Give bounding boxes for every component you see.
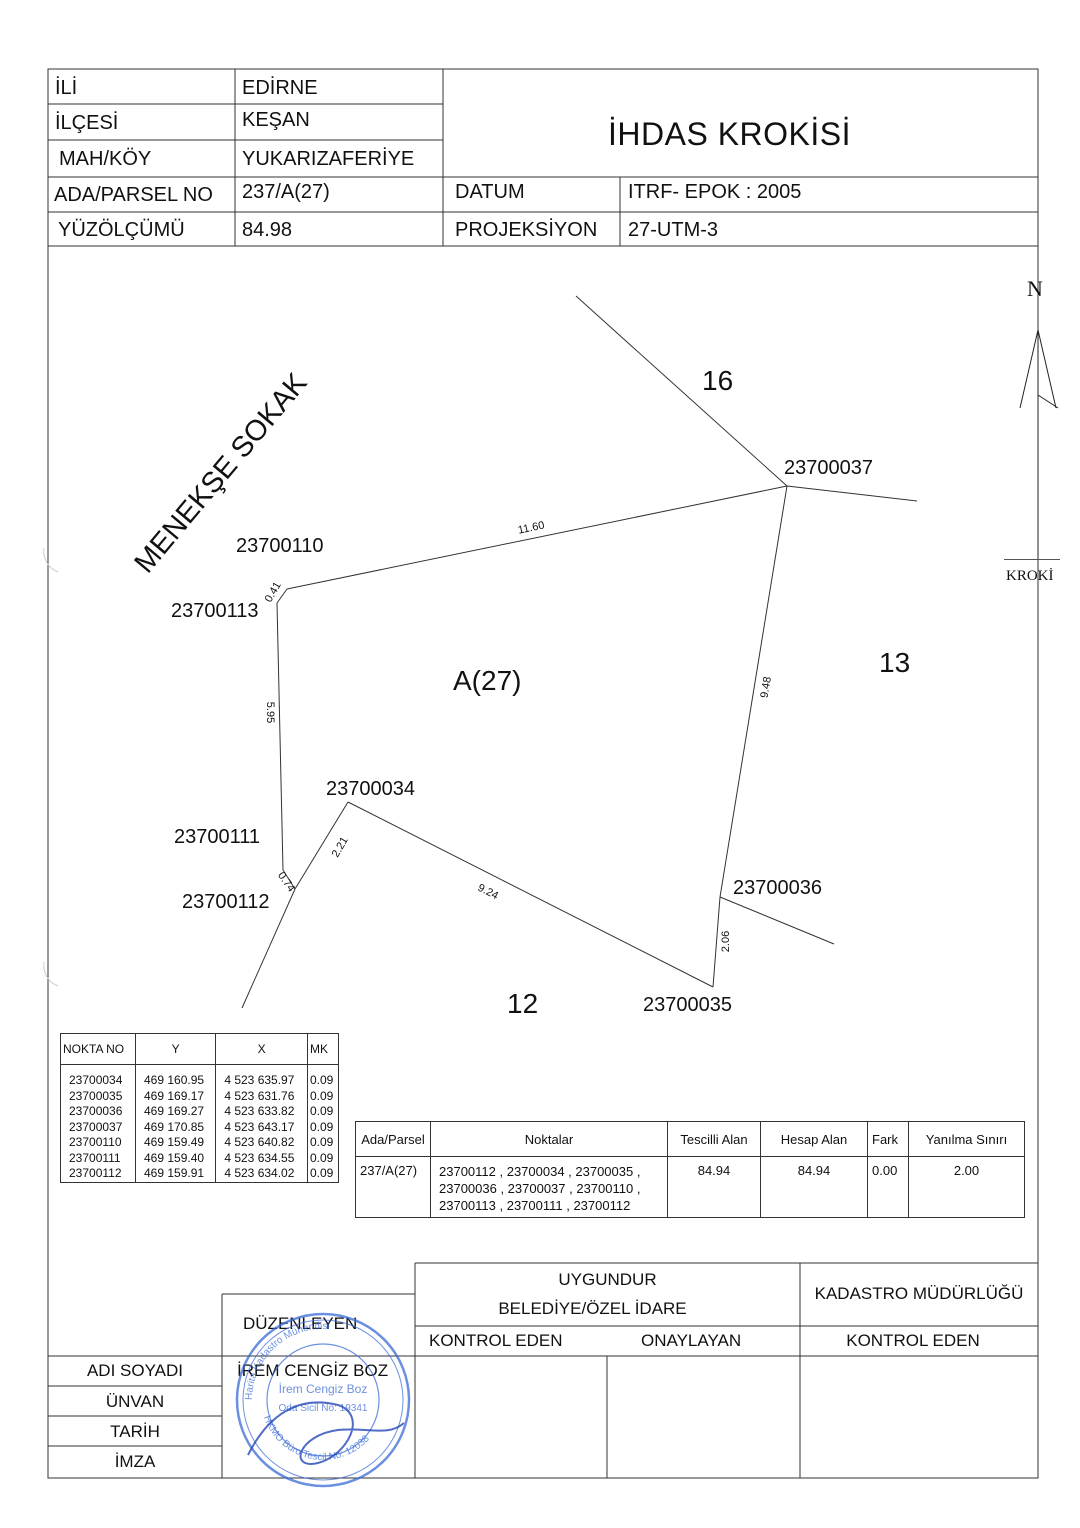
table-header: Hesap Alan: [760, 1121, 868, 1157]
table-header: Ada/Parsel: [355, 1121, 431, 1157]
point-label: 23700113: [171, 600, 259, 622]
kadastro-label: KADASTRO MÜDÜRLÜĞÜ: [814, 1284, 1024, 1303]
projeksiyon-value: 27-UTM-3: [628, 219, 719, 241]
svg-text:Oda Sicil No: 19341: Oda Sicil No: 19341: [279, 1403, 368, 1414]
mah-label: MAH/KÖY: [59, 148, 152, 170]
parcel-boundary: [282, 869, 296, 890]
il-value: EDİRNE: [242, 77, 318, 99]
point-label: 23700037: [784, 457, 873, 479]
mah-value: YUKARIZAFERİYE: [242, 148, 415, 170]
page-title: İHDAS KROKİSİ: [608, 116, 851, 152]
distance-label: 2.06: [720, 930, 733, 953]
ada-label: ADA/PARSEL NO: [54, 184, 213, 206]
ada-parsel-cell: 237/A(27): [355, 1156, 431, 1218]
north-arrow-icon: [1019, 329, 1059, 560]
point-label: 23700110: [236, 535, 324, 557]
yuzolcumu-value: 84.98: [242, 219, 293, 241]
yanilma-cell: 2.00: [908, 1156, 1025, 1218]
table-header: NOKTA NO: [60, 1033, 136, 1065]
tescilli-alan-cell: 84.94: [667, 1156, 761, 1218]
table-header: Tescilli Alan: [667, 1121, 761, 1157]
kontrol-eden-label: KONTROL EDEN: [429, 1331, 563, 1350]
uygundur-label: UYGUNDUR: [558, 1270, 657, 1289]
neighbor-boundary: [575, 295, 788, 487]
neighbor-boundary: [241, 888, 296, 1009]
point-label: 23700111: [174, 826, 261, 848]
official-stamp: Harita Kadastro Mühendisi HKMO Büro Tesc…: [235, 1312, 411, 1488]
neighbor-boundary: [786, 485, 918, 502]
parcel-boundary: [719, 485, 788, 898]
adi-soyadi-label: ADI SOYADI: [86, 1361, 184, 1380]
noktalar-cell: 23700112 , 23700034 , 23700035 , 2370003…: [430, 1156, 668, 1218]
table-header: Noktalar: [430, 1121, 668, 1157]
point-label: 23700036: [733, 877, 822, 899]
belediye-label: BELEDİYE/ÖZEL İDARE: [498, 1299, 687, 1318]
preparer-name: İREM CENGİZ BOZ: [237, 1361, 389, 1380]
svg-text:HKMO Büro Tescil No: 12038: HKMO Büro Tescil No: 12038: [261, 1414, 372, 1463]
ada-value: 237/A(27): [242, 181, 330, 203]
neighbor-parcel-12: 12: [507, 988, 539, 1019]
tarih-label: TARİH: [110, 1422, 160, 1441]
yuzolcumu-label: YÜZÖLÇÜMÜ: [58, 219, 185, 241]
neighbor-boundary: [719, 896, 835, 945]
signature-scribble: [247, 1401, 405, 1465]
area-summary-table: Ada/Parsel Noktalar Tescilli Alan Hesap …: [355, 1121, 1025, 1218]
table-header: Yanılma Sınırı: [908, 1121, 1025, 1157]
parcel-boundary: [286, 485, 788, 590]
parcel-boundary: [712, 896, 721, 988]
datum-label: DATUM: [455, 181, 525, 203]
parcel-center-label: A(27): [453, 665, 522, 696]
projeksiyon-label: PROJEKSİYON: [455, 219, 598, 241]
datum-value: ITRF- EPOK : 2005: [628, 181, 802, 203]
point-label: 23700112: [182, 891, 270, 913]
parcel-boundary: [294, 801, 349, 890]
kroki-label: KROKİ: [1006, 568, 1054, 584]
table-header: Y: [134, 1033, 217, 1065]
hesap-alan-cell: 84.94: [760, 1156, 868, 1218]
distance-label: 5.95: [264, 701, 277, 724]
parcel-boundary: [276, 602, 284, 871]
table-header: Fark: [867, 1121, 909, 1157]
point-label: 23700035: [643, 994, 732, 1016]
table-header: MK: [307, 1033, 339, 1065]
table-row: 237/A(27) 23700112 , 23700034 , 23700035…: [355, 1156, 1025, 1218]
onaylayan-label: ONAYLAYAN: [641, 1331, 742, 1350]
point-label: 23700034: [326, 778, 415, 800]
table-header: X: [215, 1033, 308, 1065]
ilce-value: KEŞAN: [242, 109, 310, 131]
svg-text:İrem Cengiz Boz: İrem Cengiz Boz: [279, 1382, 368, 1396]
neighbor-parcel-16: 16: [702, 365, 734, 396]
kadastro-kontrol-eden-label: KONTROL EDEN: [846, 1331, 980, 1350]
north-label: N: [1027, 276, 1043, 301]
imza-label: İMZA: [114, 1452, 156, 1471]
parcel-boundary: [276, 588, 288, 604]
unvan-label: ÜNVAN: [105, 1392, 165, 1411]
neighbor-parcel-13: 13: [879, 647, 911, 678]
il-label: İLİ: [55, 77, 78, 99]
fark-cell: 0.00: [867, 1156, 909, 1218]
ilce-label: İLÇESİ: [55, 112, 119, 134]
kroki-overline: [1004, 559, 1060, 560]
parcel-boundary: [347, 801, 714, 988]
